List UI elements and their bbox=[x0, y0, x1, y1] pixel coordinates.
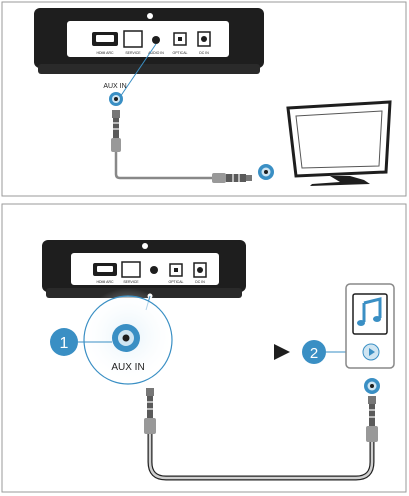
port-label-optical-2: OPTICAL bbox=[169, 280, 184, 284]
port-label-hdmi-2: HDMI ARC bbox=[96, 280, 114, 284]
step-2-badge: 2 bbox=[302, 340, 326, 364]
aux-in-label-1: AUX IN bbox=[103, 83, 126, 90]
port-label-dc-in: DC IN bbox=[199, 51, 209, 55]
play-arrow-icon bbox=[274, 344, 290, 360]
step-1-number: 1 bbox=[60, 335, 69, 352]
aux-in-label-2: AUX IN bbox=[111, 362, 144, 373]
soundbar-device-2: HDMI ARC SERVICE OPTICAL DC IN bbox=[42, 240, 246, 299]
tv-icon bbox=[286, 100, 392, 186]
aux-cable-1 bbox=[111, 110, 252, 183]
music-note-icon bbox=[357, 297, 382, 326]
panel-2-frame bbox=[1, 203, 407, 493]
soundbar-device-1: HDMI ARC SERVICE AUDIO IN OPTICAL DC IN bbox=[34, 8, 264, 74]
port-label-hdmi: HDMI ARC bbox=[96, 51, 114, 55]
port-label-service: SERVICE bbox=[125, 51, 141, 55]
panel-1-frame bbox=[1, 1, 407, 197]
port-label-service-2: SERVICE bbox=[123, 280, 139, 284]
port-label-audio-in: AUDIO IN bbox=[148, 51, 164, 55]
aux-jack-icon-player bbox=[364, 378, 380, 394]
aux-cable-2 bbox=[144, 388, 378, 481]
aux-jack-icon-tv bbox=[258, 164, 274, 180]
step-2-number: 2 bbox=[310, 345, 318, 362]
leader-line-1 bbox=[117, 43, 157, 101]
port-label-optical: OPTICAL bbox=[173, 51, 188, 55]
aux-jack-icon-1 bbox=[109, 92, 123, 106]
port-label-dc-in-2: DC IN bbox=[195, 280, 205, 284]
media-player-device bbox=[345, 283, 395, 369]
aux-zoom-callout: AUX IN bbox=[83, 295, 173, 385]
step-1-badge: 1 bbox=[50, 328, 78, 356]
